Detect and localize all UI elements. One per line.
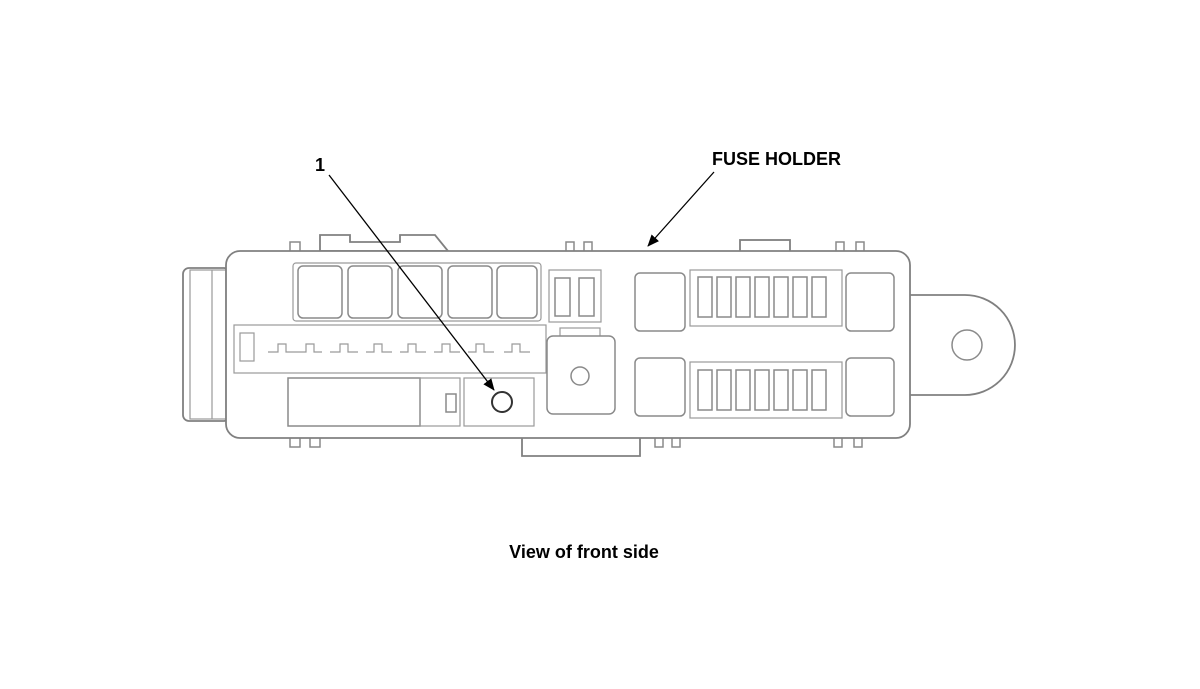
mini-fuse-pair: [548, 269, 602, 323]
right-fuse-group-bottom: [634, 357, 895, 419]
caption: View of front side: [509, 542, 659, 562]
lower-left-block: [287, 377, 535, 427]
right-fuse-group-top: [634, 269, 895, 332]
terminal-strip: [233, 324, 547, 374]
relay-block: [546, 327, 616, 415]
callout-1-label: 1: [315, 155, 325, 175]
mounting-hole: [951, 329, 983, 361]
left-connector: [182, 267, 231, 422]
top-fuse-row: [292, 262, 542, 322]
leader-line-fuse-holder: [647, 171, 715, 247]
top-clips: [289, 234, 865, 253]
item-1-circle: [491, 391, 513, 413]
leader-line-item-1: [328, 174, 495, 391]
mounting-tab: [904, 294, 1016, 396]
fuse-holder-label: FUSE HOLDER: [712, 149, 841, 169]
